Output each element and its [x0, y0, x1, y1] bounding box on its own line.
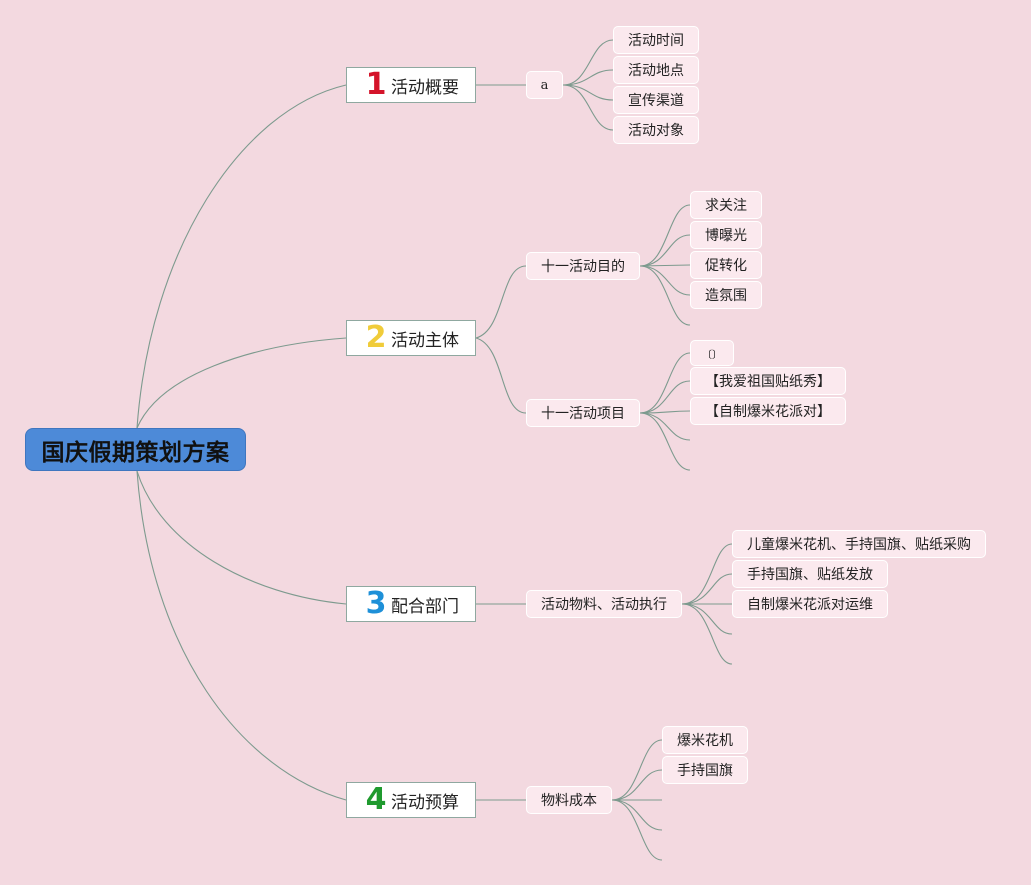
edge-a-l4: [562, 84, 614, 131]
main-topic-2[interactable]: 2 活动主体: [346, 320, 476, 356]
leaf-goal-3[interactable]: 促转化: [690, 251, 762, 279]
sub-topic-label: 活动物料、活动执行: [541, 596, 667, 612]
leaf-label: 【自制爆米花派对】: [705, 403, 831, 419]
leaf-label: 活动对象: [628, 122, 684, 138]
number-2-icon: 2: [365, 320, 387, 355]
leaf-goal-1[interactable]: 求关注: [690, 191, 762, 219]
edge-m2-sub2: [475, 337, 527, 414]
edge-c-l5: [611, 799, 663, 861]
edge-root-3: [136, 470, 347, 605]
edge-a-l1: [562, 39, 614, 86]
sub-topic-label: a: [540, 77, 549, 93]
main-topic-label: 活动主体: [391, 330, 459, 350]
leaf-label: 爆米花机: [677, 732, 733, 748]
edge-g-l3: [639, 264, 691, 267]
edge-a-l3: [562, 84, 614, 101]
edge-p-l5: [639, 412, 691, 471]
leaf-label: 自制爆米花派对运维: [747, 596, 873, 612]
leaf-project-placeholder[interactable]: 〔〕: [690, 340, 734, 366]
edge-w-l1: [681, 543, 733, 605]
leaf-project-sticker-show[interactable]: 【我爱祖国贴纸秀】: [690, 367, 846, 395]
edge-c-l1: [611, 739, 663, 801]
root-topic[interactable]: 国庆假期策划方案: [25, 428, 246, 471]
edge-w-l2: [681, 573, 733, 605]
leaf-promo-channel[interactable]: 宣传渠道: [613, 86, 699, 114]
edge-p-l2: [639, 380, 691, 414]
main-topic-label: 活动预算: [391, 792, 459, 812]
main-topic-4[interactable]: 4 活动预算: [346, 782, 476, 818]
leaf-purchase[interactable]: 儿童爆米花机、手持国旗、贴纸采购: [732, 530, 986, 558]
leaf-label: 造氛围: [705, 287, 747, 303]
leaf-label: 促转化: [705, 257, 747, 273]
sub-topic-a[interactable]: a: [526, 71, 563, 99]
leaf-distribute[interactable]: 手持国旗、贴纸发放: [732, 560, 888, 588]
sub-topic-materials[interactable]: 活动物料、活动执行: [526, 590, 682, 618]
edge-root-4: [136, 470, 347, 801]
edge-g-l2: [639, 234, 691, 267]
leaf-hand-flag[interactable]: 手持国旗: [662, 756, 748, 784]
sub-topic-label: 物料成本: [541, 792, 597, 808]
sub-topic-cost[interactable]: 物料成本: [526, 786, 612, 814]
edge-root-1: [136, 84, 347, 429]
leaf-goal-2[interactable]: 博曝光: [690, 221, 762, 249]
leaf-label: 博曝光: [705, 227, 747, 243]
leaf-activity-target[interactable]: 活动对象: [613, 116, 699, 144]
number-4-icon: 4: [365, 782, 387, 817]
main-topic-label: 配合部门: [391, 596, 459, 616]
edge-g-l1: [639, 204, 691, 267]
leaf-label: 活动时间: [628, 32, 684, 48]
leaf-activity-time[interactable]: 活动时间: [613, 26, 699, 54]
leaf-label: 儿童爆米花机、手持国旗、贴纸采购: [747, 536, 971, 552]
root-title: 国庆假期策划方案: [41, 438, 230, 465]
edge-w-l5: [681, 603, 733, 665]
leaf-label: 【我爱祖国贴纸秀】: [705, 373, 831, 389]
leaf-project-popcorn-party[interactable]: 【自制爆米花派对】: [690, 397, 846, 425]
leaf-popcorn-machine[interactable]: 爆米花机: [662, 726, 748, 754]
number-3-icon: 3: [365, 586, 387, 621]
sub-topic-label: 十一活动项目: [541, 405, 625, 421]
main-topic-1[interactable]: 1 活动概要: [346, 67, 476, 103]
main-topic-label: 活动概要: [391, 77, 459, 97]
leaf-label: 〔〕: [702, 349, 722, 361]
number-1-icon: 1: [365, 67, 387, 102]
edge-p-l1: [639, 352, 691, 414]
leaf-label: 手持国旗: [677, 762, 733, 778]
leaf-operations[interactable]: 自制爆米花派对运维: [732, 590, 888, 618]
leaf-label: 手持国旗、贴纸发放: [747, 566, 873, 582]
edge-p-l3: [639, 410, 691, 414]
edge-m2-sub1: [475, 265, 527, 339]
edge-c-l2: [611, 769, 663, 801]
leaf-label: 求关注: [705, 197, 747, 213]
leaf-label: 活动地点: [628, 62, 684, 78]
leaf-label: 宣传渠道: [628, 92, 684, 108]
edge-w-l4: [681, 603, 733, 635]
edge-g-l5: [639, 265, 691, 326]
main-topic-3[interactable]: 3 配合部门: [346, 586, 476, 622]
edge-root-2: [136, 337, 347, 429]
edge-a-l2: [562, 69, 614, 86]
leaf-goal-4[interactable]: 造氛围: [690, 281, 762, 309]
sub-topic-label: 十一活动目的: [541, 258, 625, 274]
sub-topic-goals[interactable]: 十一活动目的: [526, 252, 640, 280]
sub-topic-projects[interactable]: 十一活动项目: [526, 399, 640, 427]
leaf-activity-place[interactable]: 活动地点: [613, 56, 699, 84]
